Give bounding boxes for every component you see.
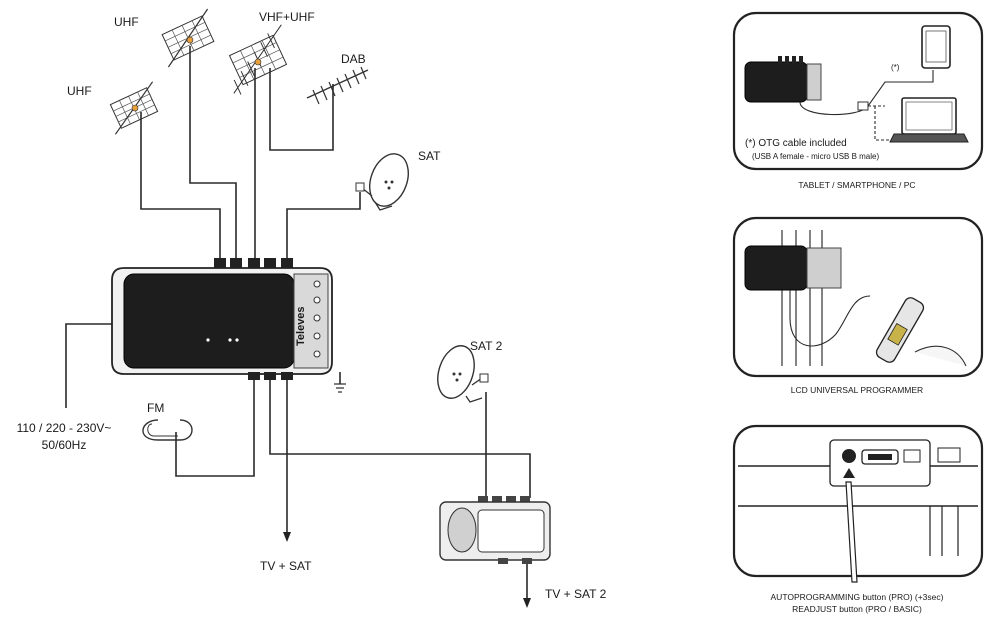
laptop-icon [889,97,969,143]
sat-dish-icon [355,153,409,211]
sat2-amplifier-unit [439,496,551,564]
panel-button-caption-line2: READJUST button (PRO / BASIC) [792,604,922,614]
panel-lcd-programmer: LCD UNIVERSAL PROGRAMMER [732,216,984,395]
panel-button-caption-line1: AUTOPROGRAMMING button (PRO) (+3sec) [771,592,944,602]
amplifier-unit: Televes [111,258,333,380]
otg-note-line1: (*) OTG cable included [745,138,847,149]
label-uhf-top: UHF [114,15,139,29]
otg-asterisk: (*) [891,63,900,72]
label-sat: SAT [418,149,441,163]
sat2-dish-icon [437,345,489,403]
panel-tablet-smartphone-pc: (*) (*) OTG cable included (USB A female… [732,11,984,190]
label-fm: FM [147,401,164,415]
label-dab: DAB [341,52,366,66]
panel-autoprogramming-button: AUTOPROGRAMMING button (PRO) (+3sec) REA… [732,424,984,614]
label-uhf-left: UHF [67,84,92,98]
amplifier-brand: Televes [295,306,307,346]
otg-note-line2: (USB A female - micro USB B male) [752,152,879,161]
dab-antenna-icon [306,66,369,105]
panel-tablet-caption: TABLET / SMARTPHONE / PC [798,180,915,190]
power-line2: 50/60Hz [42,438,87,452]
lcd-programmer-icon [875,297,925,363]
autoprogramming-button-icon [842,449,856,463]
power-line1: 110 / 220 - 230V~ [17,421,112,435]
cables [65,46,531,608]
label-vhf-uhf: VHF+UHF [259,10,315,24]
output-main-label: TV + SAT [260,559,312,573]
uhf-antenna-left-icon [109,81,159,135]
output-second-label: TV + SAT 2 [545,587,607,601]
uhf-antenna-top-icon [161,8,215,68]
vhf-uhf-antenna-icon [228,24,288,95]
tablet-icon [921,25,951,69]
screwdriver-icon [845,481,858,583]
fm-antenna-icon [142,419,193,441]
panel-programmer-caption: LCD UNIVERSAL PROGRAMMER [791,385,923,395]
label-sat2: SAT 2 [470,339,503,353]
